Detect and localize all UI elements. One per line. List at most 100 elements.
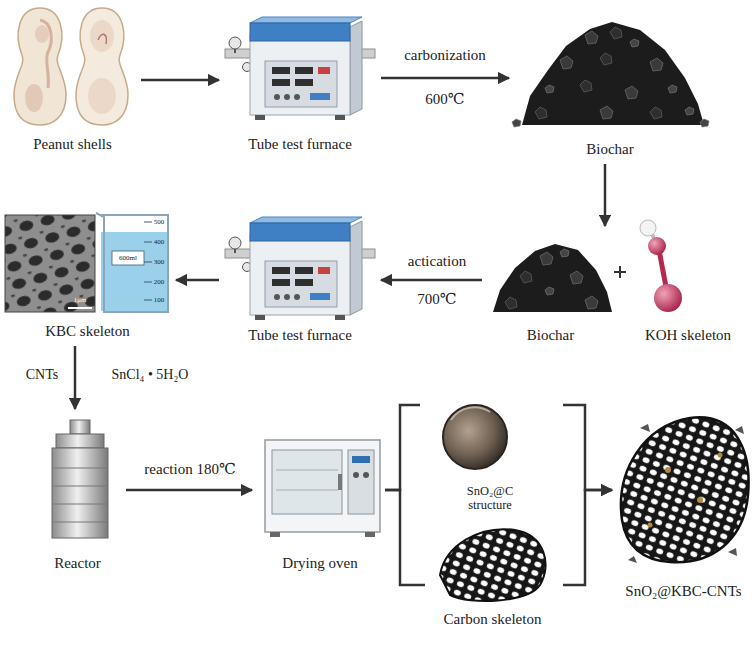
tube-furnace [225,17,375,120]
koh-molecule [640,220,682,312]
process-arrow [126,489,252,492]
product-structure [735,426,744,434]
koh-molecule [654,284,682,312]
reactor [52,468,108,469]
beaker [144,242,152,243]
biochar-pile [505,297,517,309]
product-structure [621,417,749,563]
step-caption: Carbon skeleton [444,610,542,628]
process-arrow [381,279,482,282]
biochar-pile [512,22,709,127]
sem-image [5,215,95,312]
beaker-graduation: 100 [154,296,165,304]
biochar-pile [493,244,612,312]
edge-label: CNTs [26,367,58,383]
biochar-pile [600,53,612,65]
skeleton-step: Carbon skeleton [425,520,560,628]
biochar-pile [585,31,598,44]
process-arrow [563,490,612,585]
drying-oven [272,450,342,514]
koh-step: KOH skeleton [628,212,748,344]
step-caption: KBC skeleton [45,322,130,340]
product-structure [648,523,653,528]
peanut-shells [14,8,128,125]
biochar-pile [560,56,573,69]
drying-oven [265,440,380,537]
reactor [52,522,108,523]
edge-label: actication [408,253,466,270]
step-caption: Tube test furnace [248,326,352,344]
biochar-pile [610,27,622,39]
step-caption: Tube test furnace [248,135,352,153]
biochar-step: Biochar [488,232,613,344]
reactor [52,448,108,538]
koh-molecule [648,237,666,255]
reactor [70,420,90,434]
edge-label: carbonization [404,47,486,64]
biochar-pile [560,249,569,257]
drying-oven [265,440,380,532]
drying-oven [276,490,338,491]
temperature-label: 600℃ [425,91,464,108]
step-caption: Biochar [586,140,633,158]
process-arrow [563,405,612,490]
biochar-pile [540,252,553,265]
biochar-pile [570,271,583,284]
product-structure [697,497,703,503]
step-caption: Biochar [527,326,574,344]
peanut-shells [76,8,128,125]
biochar-pile [535,107,547,119]
reactor [56,434,104,448]
biochar-pile [700,119,709,127]
beaker [96,213,168,312]
drying-oven [363,472,369,478]
product-structure [728,548,737,556]
furnace-step: Tube test furnace [225,205,375,344]
step-caption: SnO₂@C structure [450,484,530,512]
biochar-pile [585,296,598,309]
biochar-pile [512,119,521,127]
drying-oven [348,450,374,514]
biochar-step: Biochar [515,10,705,158]
beaker-graduation: 400 [154,238,165,246]
step-caption: Reactor [54,554,101,572]
koh-molecule [640,220,656,236]
oven-step: Drying oven [258,428,382,572]
biochar-pile [545,85,554,93]
beaker [144,222,152,223]
carbon-skeleton [440,529,546,601]
biochar-pile [625,86,638,99]
edge-label: reaction 180℃ [144,461,235,478]
plus-sign [619,266,621,278]
scale-bar-label: 1μm [74,296,87,304]
biochar-pile [685,107,694,115]
peanut-shells [88,78,116,114]
drying-oven [270,532,280,537]
biochar-pile [668,85,677,93]
beaker [96,213,168,312]
process-arrow [176,279,219,282]
peanut-shells [98,34,106,44]
step-caption: Drying oven [282,554,357,572]
product-structure [665,467,671,473]
step-caption: Peanut shells [33,135,112,153]
biochar-pile [580,80,592,92]
core-shell-sphere [451,407,490,420]
core-shell-sphere [443,405,507,469]
reactor [52,420,108,538]
beaker-graduation: 200 [154,278,165,286]
beaker [144,300,152,301]
kbc-skeleton-step: KBC skeleton [5,210,170,340]
biochar-pile [650,58,663,71]
reactor-step: Reactor [35,415,120,572]
drying-oven [365,532,375,537]
beaker-label: 600ml [119,254,137,262]
drying-oven [352,456,370,463]
furnace-step: Tube test furnace [225,5,375,153]
carbon-skeleton [440,529,546,601]
process-arrow [381,77,509,80]
sem-image [68,307,92,309]
drying-oven [338,474,342,490]
drying-oven [353,472,359,478]
biochar-pile [545,287,554,295]
